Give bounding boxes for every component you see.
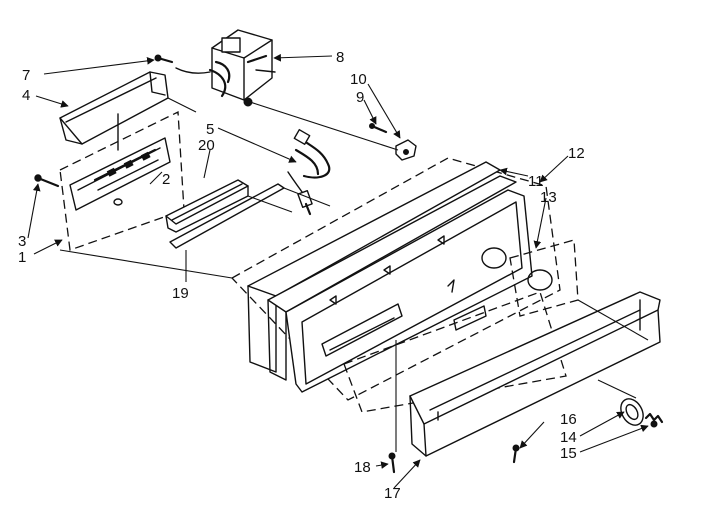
callout-2: 2 bbox=[162, 171, 170, 188]
callout-19: 19 bbox=[172, 285, 189, 302]
callout-5: 5 bbox=[206, 121, 214, 138]
part-17-console-trim bbox=[409, 291, 661, 457]
callout-8: 8 bbox=[336, 49, 344, 66]
part-9-screw bbox=[369, 123, 388, 134]
callout-18: 18 bbox=[354, 459, 371, 476]
part-15-spring bbox=[644, 412, 664, 428]
callout-13: 13 bbox=[540, 189, 557, 206]
callout-20: 20 bbox=[198, 137, 215, 154]
callout-11: 11 bbox=[528, 173, 544, 190]
part-5-wire-harness bbox=[287, 128, 331, 216]
part-18-screw bbox=[388, 452, 396, 474]
part-3-screw bbox=[34, 174, 60, 188]
part-11-panel-frame bbox=[230, 157, 561, 401]
callout-7: 7 bbox=[22, 67, 30, 84]
part-16-screw bbox=[512, 444, 520, 464]
callout-17: 17 bbox=[384, 485, 401, 502]
callout-labels: 7 4 3 1 2 5 20 8 10 9 12 11 13 19 16 14 … bbox=[18, 49, 585, 502]
part-7-screw bbox=[154, 54, 174, 64]
callout-15: 15 bbox=[560, 445, 577, 462]
part-12-face-outline bbox=[343, 291, 567, 413]
callout-9: 9 bbox=[356, 89, 364, 106]
callout-14: 14 bbox=[560, 429, 577, 446]
callout-12: 12 bbox=[568, 145, 585, 162]
control-panel-body bbox=[247, 161, 553, 393]
leader-lines bbox=[27, 53, 649, 489]
callout-10: 10 bbox=[350, 71, 367, 88]
part-20-latch-rail bbox=[165, 179, 249, 233]
callout-16: 16 bbox=[560, 411, 577, 428]
part-10-clip bbox=[395, 139, 417, 161]
part-14-knob bbox=[620, 398, 644, 426]
callout-3: 3 bbox=[18, 233, 26, 250]
part-4-cover bbox=[59, 71, 169, 145]
part-8-timer bbox=[175, 29, 276, 107]
callout-4: 4 bbox=[22, 87, 30, 104]
callout-1: 1 bbox=[18, 249, 26, 266]
